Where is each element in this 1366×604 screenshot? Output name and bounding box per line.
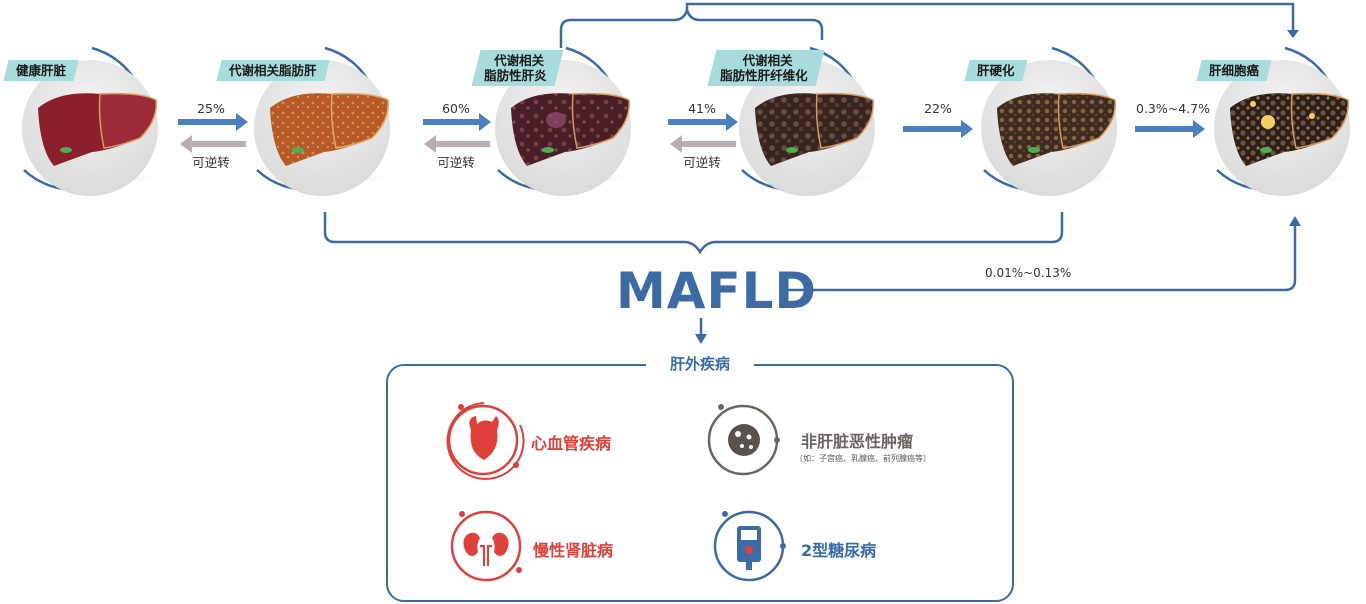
extrahepatic-title: 肝外疾病 [646, 353, 754, 374]
disease-non-liver-cancer-note: （如：子宫癌、乳腺癌、前列腺癌等） [795, 454, 931, 463]
stage-label-cirrhosis: 肝硬化 [964, 60, 1028, 81]
mafld-title: MAFLD [616, 262, 817, 320]
bottom-brace [323, 212, 1064, 255]
kidney-icon [450, 510, 522, 582]
rate-cirrhosis-hcc: 0.3%~4.7% [1136, 101, 1210, 116]
forward-arrows [178, 113, 1205, 138]
disease-non-liver-cancer: 非肝脏恶性肿瘤 [801, 432, 914, 451]
reverse-healthy-steatosis: 可逆转 [192, 155, 230, 170]
stage-label-steatosis: 代谢相关脂肪肝 [216, 60, 330, 81]
liver-healthy [14, 46, 170, 196]
tumor-cell-icon [707, 404, 780, 476]
reverse-arrows [180, 135, 736, 153]
stage-label-mash: 代谢相关脂肪性肝炎 [471, 50, 564, 86]
disease-cardiovascular: 心血管疾病 [531, 434, 612, 453]
stage-label-healthy: 健康肝脏 [3, 60, 79, 81]
heart-icon [446, 402, 525, 480]
disease-t2-diabetes: 2型糖尿病 [801, 541, 877, 560]
rate-mafld-hcc: 0.01%~0.13% [985, 266, 1072, 280]
liver-steatosis [247, 46, 403, 196]
reverse-mash-fibrosis: 可逆转 [683, 155, 721, 170]
rate-mash-fibrosis: 41% [688, 101, 716, 116]
mafld-to-hcc-line [785, 222, 1297, 292]
stage-label-fibrosis: 代谢相关脂肪性肝纤维化 [707, 50, 825, 86]
extrahepatic-panel [386, 364, 1014, 602]
top-brace [559, 2, 1295, 48]
liver-cirrhosis [974, 46, 1130, 196]
reverse-steatosis-mash: 可逆转 [437, 155, 475, 170]
liver-mash [488, 46, 644, 196]
disease-ckd: 慢性肾脏病 [533, 541, 614, 560]
rate-steatosis-mash: 60% [442, 101, 470, 116]
stage-label-hcc: 肝细胞癌 [1196, 60, 1272, 81]
glucose-meter-icon [713, 510, 786, 582]
liver-hcc [1207, 46, 1363, 196]
liver-fibrosis [732, 46, 888, 196]
rate-healthy-steatosis: 25% [197, 101, 225, 116]
rate-fibrosis-cirrhosis: 22% [924, 101, 952, 116]
